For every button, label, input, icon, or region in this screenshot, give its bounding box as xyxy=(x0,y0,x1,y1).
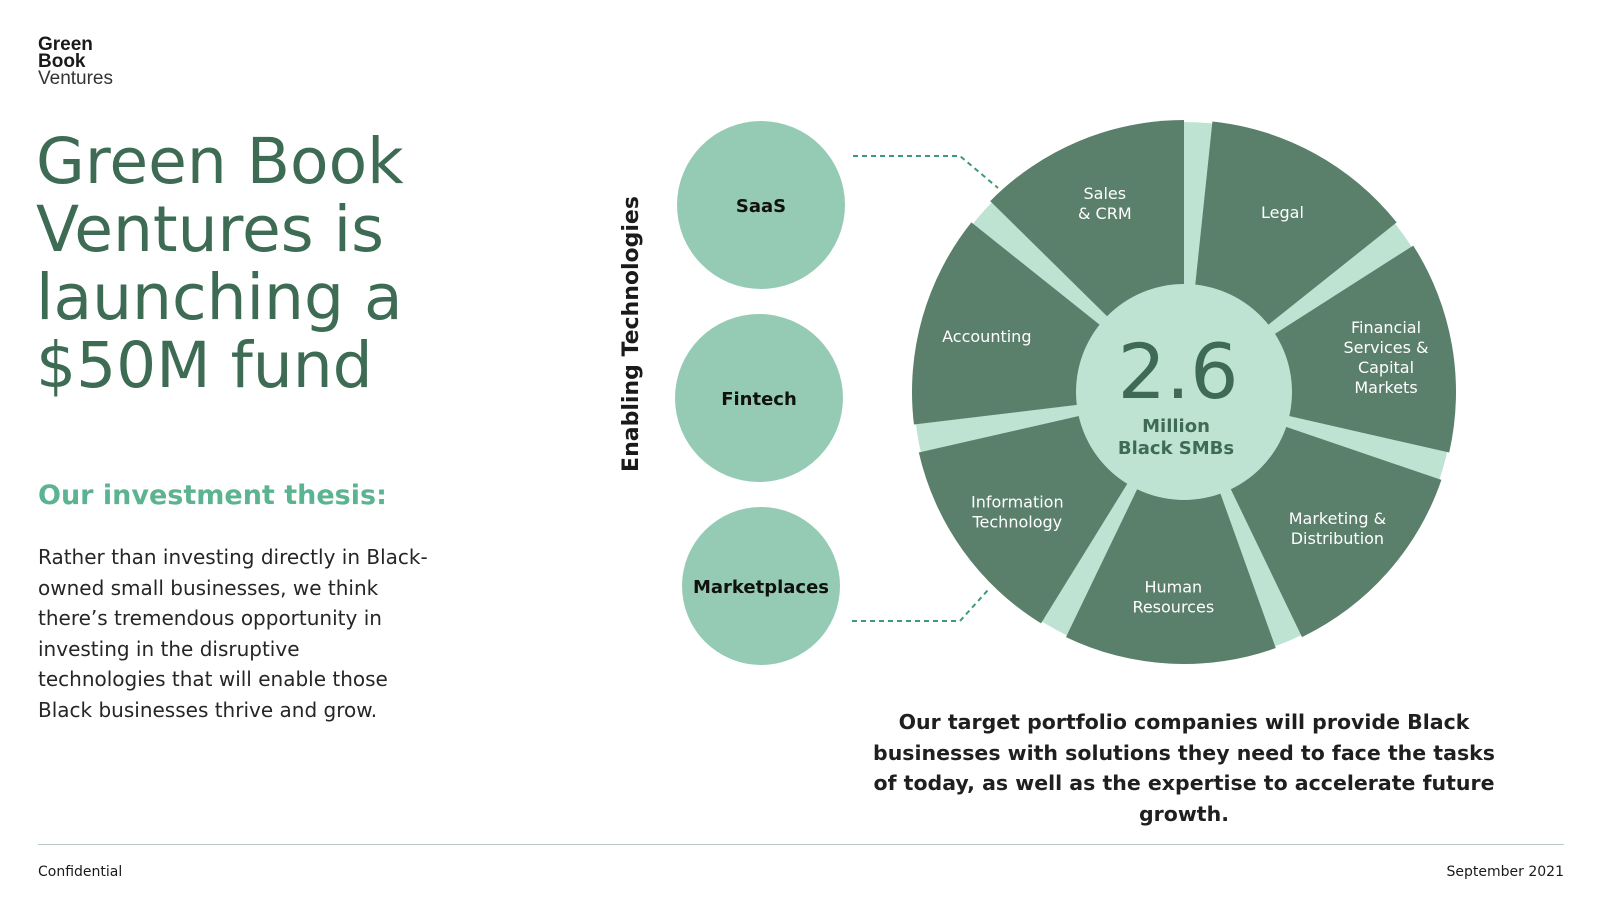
tech-label-saas: SaaS xyxy=(736,196,786,217)
enabling-technologies-label: Enabling Technologies xyxy=(619,196,644,472)
segment-label: Technology xyxy=(971,512,1062,531)
tech-label-marketplaces: Marketplaces xyxy=(693,577,829,598)
center-value: 2.6 xyxy=(1118,327,1239,416)
segment-label: Information xyxy=(971,492,1064,511)
tech-circle-fintech: Fintech xyxy=(675,314,843,482)
footer-divider xyxy=(38,844,1564,845)
segment-label: Markets xyxy=(1354,378,1417,397)
wheel-segment xyxy=(1065,392,1276,665)
tech-label-fintech: Fintech xyxy=(721,389,797,410)
segment-label: Sales xyxy=(1084,184,1127,203)
thesis-title: Our investment thesis: xyxy=(38,480,387,511)
segment-label: Legal xyxy=(1261,203,1304,222)
logo: Green Book Ventures xyxy=(38,34,113,89)
center-line-2: Black SMBs xyxy=(1118,438,1234,459)
connector-bottom xyxy=(852,589,989,622)
logo-line-1: Green xyxy=(38,34,93,55)
center-hub-circle xyxy=(1076,284,1292,500)
tech-circle-fintech-shape xyxy=(675,314,843,482)
headline: Green Book Ventures is launching a $50M … xyxy=(36,125,404,402)
tech-circle-marketplaces: Marketplaces xyxy=(682,507,840,665)
segment-label: Distribution xyxy=(1291,529,1384,548)
logo-line-3: Ventures xyxy=(38,68,113,89)
segment-label: Marketing & xyxy=(1289,509,1386,528)
center-line-1: Million xyxy=(1142,416,1210,437)
thesis-body: Rather than investing directly in Black-… xyxy=(38,545,428,722)
connector-top xyxy=(853,155,999,189)
sector-diagram: Enabling Technologies SaaS Fintech Marke… xyxy=(619,120,1456,665)
tech-circle-saas: SaaS xyxy=(677,121,845,289)
tech-circle-marketplaces-shape xyxy=(682,507,840,665)
segment-label: Services & xyxy=(1343,338,1428,357)
segment-label: Resources xyxy=(1132,598,1214,617)
segment-label: Human xyxy=(1144,578,1202,597)
segment-label: Capital xyxy=(1358,358,1414,377)
center-hub: 2.6 Million Black SMBs xyxy=(1076,284,1292,500)
tech-circle-saas-shape xyxy=(677,121,845,289)
segment-label: Accounting xyxy=(942,327,1031,346)
footer-date: September 2021 xyxy=(1446,864,1564,880)
caption: Our target portfolio companies will prov… xyxy=(873,710,1495,826)
logo-line-2: Book xyxy=(38,51,86,72)
segment-label: & CRM xyxy=(1078,204,1132,223)
footer-confidential: Confidential xyxy=(38,864,123,880)
segment-label: Financial xyxy=(1351,318,1421,337)
